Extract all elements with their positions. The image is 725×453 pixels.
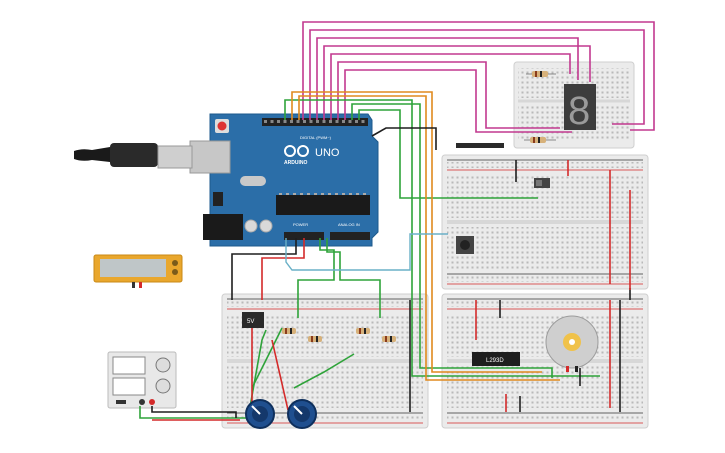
power-supply-icon (107, 351, 177, 409)
breadboard-right-upper (441, 154, 649, 290)
power-header (284, 232, 324, 240)
lcd-icon (93, 254, 183, 288)
digital-header (262, 118, 368, 126)
regulator-label: 5V (247, 319, 254, 325)
seven-segment-display: 8 (564, 84, 596, 133)
wires-lightblue (285, 233, 448, 271)
resistor-top-2 (524, 137, 556, 143)
seven-segment-digit: 8 (568, 89, 590, 133)
arduino-model: UNO (315, 147, 340, 159)
arduino-logo-icon (284, 145, 309, 157)
dc-motor-icon (545, 315, 599, 372)
resistor-bottom-1 (282, 328, 296, 334)
arduino-brand: ARDUINO (284, 160, 307, 166)
crystal (240, 176, 266, 186)
wires-orange (291, 91, 560, 381)
usb-cable-icon (74, 143, 193, 169)
analog-label: ANALOG IN (338, 222, 360, 227)
wires-magenta (302, 21, 655, 133)
usb-jack (189, 140, 231, 174)
power-label: POWER (293, 222, 308, 227)
push-button[interactable] (456, 236, 474, 254)
potentiometer-icon[interactable] (287, 399, 317, 429)
potentiometer-icon[interactable] (245, 399, 275, 429)
analog-header (330, 232, 370, 240)
atmega-chip (276, 195, 370, 215)
resistor-top-1 (526, 71, 556, 77)
power-jack (203, 214, 243, 240)
digital-header-label: DIGITAL (PWM~) (300, 135, 332, 140)
arduino-uno-board: DIGITAL (PWM~) ARDUINO UNO POWER AN (189, 113, 379, 247)
wires-black (151, 127, 631, 418)
resistor-bottom-2 (308, 336, 322, 342)
motor-driver-chip: L293D (472, 352, 520, 366)
motor-driver-label: L293D (486, 358, 504, 364)
voltage-regulator: 5V (242, 312, 264, 328)
resistor-bottom-4 (382, 336, 396, 342)
wires-red (152, 160, 631, 421)
pin-header (456, 143, 504, 148)
resistor-bottom-3 (356, 328, 370, 334)
slide-switch[interactable] (534, 178, 550, 188)
wires-green (139, 99, 600, 419)
